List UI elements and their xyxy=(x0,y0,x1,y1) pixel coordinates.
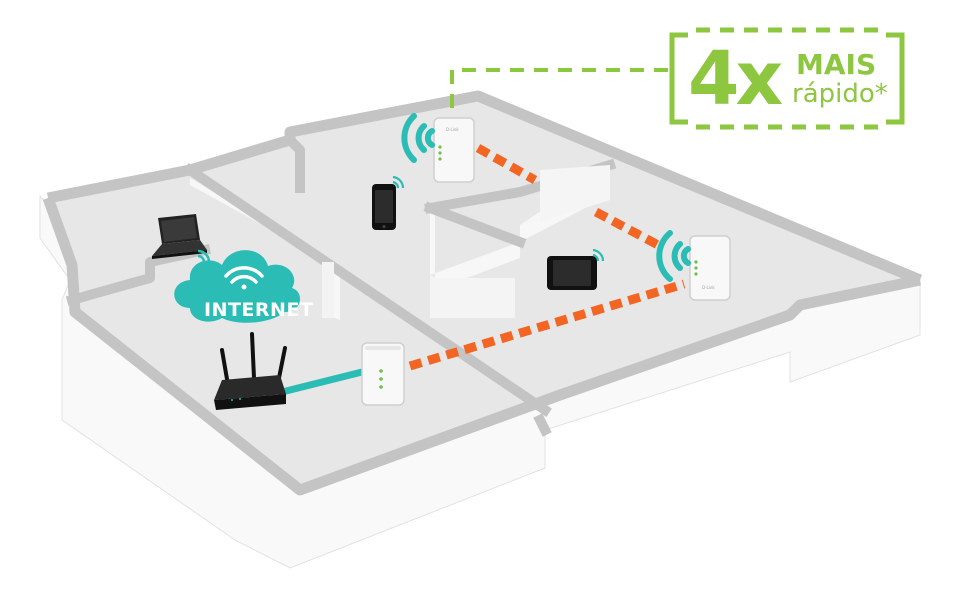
powerline-link-2 xyxy=(475,144,538,184)
wifi-powerline-extender-icon: D-Link xyxy=(689,235,731,301)
speed-badge: 4x MAIS rápido* xyxy=(450,27,905,130)
laptop-icon xyxy=(152,214,207,259)
ethernet-cable xyxy=(278,368,366,396)
device-brand-label: D-Link xyxy=(446,127,459,132)
partition-face xyxy=(430,278,515,318)
badge-multiplier: 4x xyxy=(688,36,782,122)
wifi-signal-icon xyxy=(656,230,691,282)
badge-leader-line xyxy=(450,68,668,108)
powerline-link-3 xyxy=(593,208,661,249)
cloud-label: INTERNET xyxy=(204,299,313,321)
badge-mais: MAIS xyxy=(796,48,876,81)
powerline-link-1 xyxy=(408,279,686,371)
powerline-adapter-icon xyxy=(361,342,405,406)
wifi-signal-icon xyxy=(401,113,435,163)
badge-frame xyxy=(669,32,905,125)
wifi-router-icon xyxy=(214,332,287,410)
partition-face xyxy=(540,165,610,222)
smartphone-icon xyxy=(372,184,396,230)
wifi-signal-icon xyxy=(592,248,605,262)
cloud-shape xyxy=(174,250,301,323)
wifi-signal-icon xyxy=(392,175,405,189)
interior-wall-tops xyxy=(65,132,617,437)
wifi-powerline-extender-icon: D-Link xyxy=(433,117,475,183)
cloud-icon: INTERNET xyxy=(174,250,313,323)
column xyxy=(322,262,334,318)
badge-rapido: rápido* xyxy=(792,79,888,109)
device-brand-label: D-Link xyxy=(702,285,715,290)
wifi-icon xyxy=(224,266,264,290)
tablet-icon xyxy=(547,256,597,290)
floor-plan xyxy=(39,90,923,569)
connections xyxy=(278,144,686,396)
